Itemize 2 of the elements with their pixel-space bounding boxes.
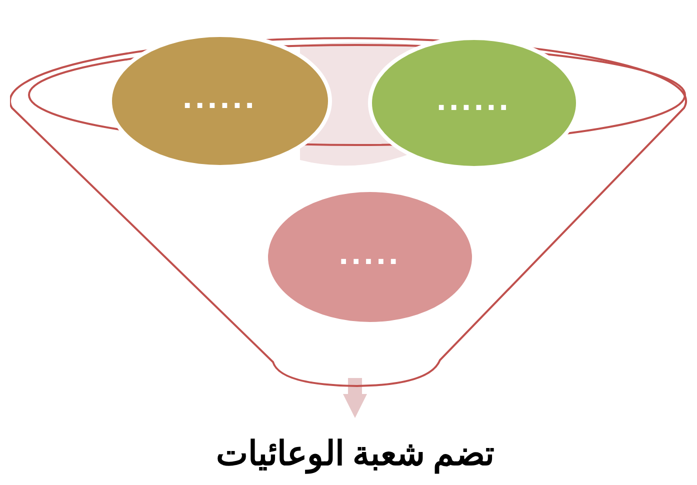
- caption-text: تضم شعبة الوعائيات: [205, 428, 505, 478]
- arrow: [343, 378, 367, 418]
